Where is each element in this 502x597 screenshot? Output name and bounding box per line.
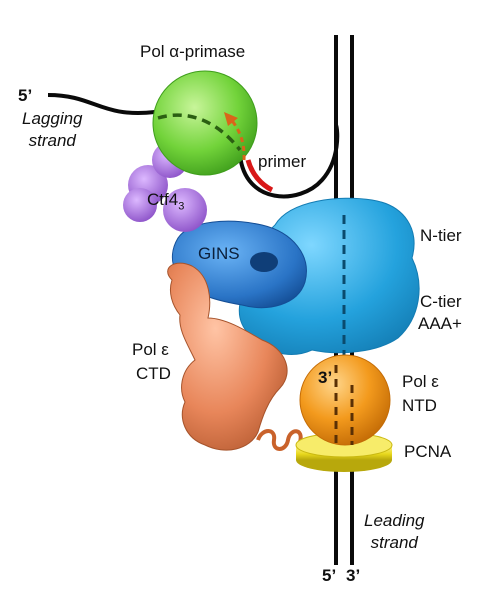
primer-rna [245,159,274,193]
label-3-prime-ntd: 3’ [318,368,333,387]
label-ctf4: Ctf43 [147,190,185,213]
label-n-tier: N-tier [420,226,462,245]
primer-extension-arrow [228,117,246,161]
lagging-strand-dna [47,93,340,199]
label-5-prime-top: 5’ [18,86,33,105]
label-3-prime-bottom: 3’ [346,566,361,585]
label-gins: GINS [198,244,240,263]
label-pol-epsilon-ntd-line1: Pol ε [402,372,439,391]
label-aaa: AAA+ [418,314,462,333]
arrowhead-icon [224,112,238,126]
label-primer: primer [258,152,307,171]
pol-epsilon-ntd [299,354,391,446]
pol-epsilon-ctd [167,262,288,451]
label-leading-strand: Leading strand [364,511,425,552]
label-5-prime-bottom: 5’ [322,566,337,585]
label-pol-epsilon-ntd-line2: NTD [402,396,437,415]
label-pcna: PCNA [404,442,452,461]
label-lagging-strand: Lagging strand [22,109,83,150]
gins-pore [250,252,278,272]
ctf4-subunit-2 [163,188,207,232]
label-c-tier: C-tier [420,292,462,311]
ctf4-subunit-4 [123,188,157,222]
label-pol-epsilon-ctd-line2: CTD [136,364,171,383]
dna-through-pol-alpha [157,113,242,152]
label-ctf4-subscript: 3 [178,200,185,213]
label-pol-epsilon-ctd-line1: Pol ε [132,340,169,359]
label-pol-alpha-primase: Pol α-primase [140,42,246,61]
